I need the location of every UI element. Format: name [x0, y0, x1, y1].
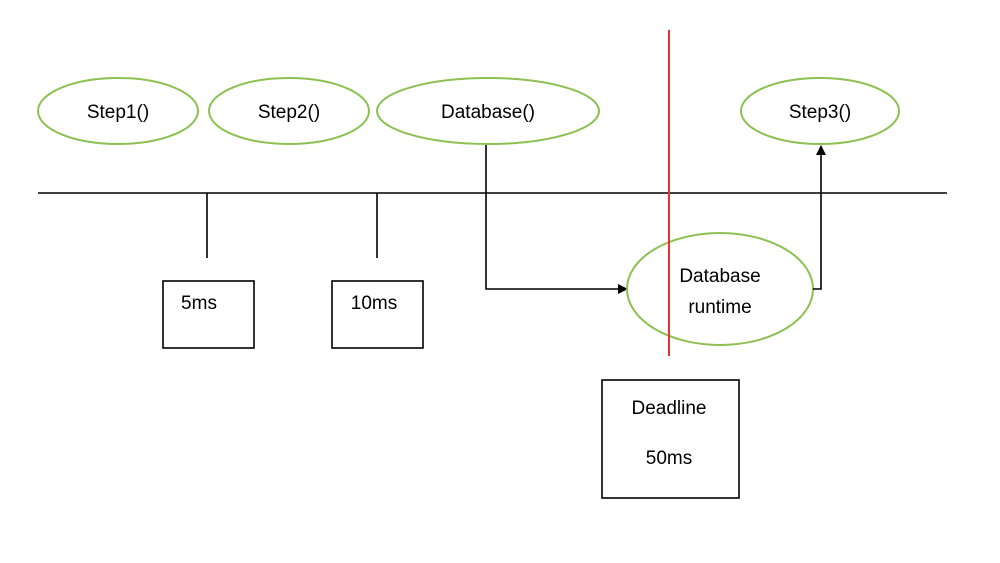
box-5ms-label: 5ms: [181, 293, 217, 314]
node-step3: Step3(): [740, 77, 900, 145]
node-database: Database(): [376, 77, 600, 145]
box-deadline: Deadline 50ms: [601, 379, 740, 499]
arrow-database-to-runtime: [485, 145, 628, 294]
arrow-runtime-to-step3: [813, 145, 826, 290]
box-10ms-label: 10ms: [351, 293, 397, 314]
node-step2: Step2(): [208, 77, 370, 145]
node-step1: Step1(): [37, 77, 199, 145]
box-10ms: 10ms: [331, 280, 424, 349]
node-database-runtime-line1: Database: [679, 266, 760, 287]
node-step1-label: Step1(): [87, 102, 149, 123]
node-step3-label: Step3(): [789, 102, 851, 123]
node-database-runtime: Database runtime: [626, 232, 814, 346]
box-deadline-line1: Deadline: [632, 398, 707, 419]
node-step2-label: Step2(): [258, 102, 320, 123]
box-5ms: 5ms: [162, 280, 255, 349]
box-deadline-line2: 50ms: [646, 448, 692, 469]
node-database-runtime-line2: runtime: [688, 297, 751, 318]
node-database-label: Database(): [441, 102, 535, 123]
